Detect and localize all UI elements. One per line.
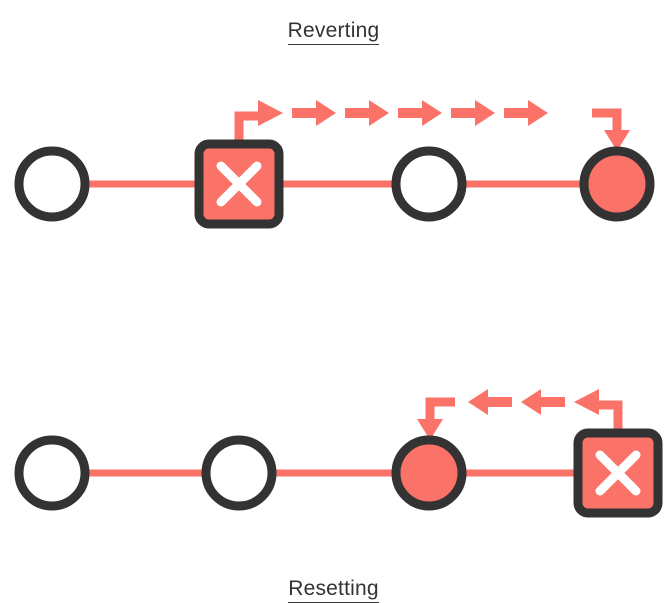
commit-node-empty[interactable] [14,435,90,511]
x-mark-icon [216,161,262,207]
x-mark-icon [595,450,641,496]
flow-dash-segment [451,100,495,126]
flow-arrowhead-start [574,389,599,415]
resetting-graph [14,389,663,518]
reverting-graph [14,100,655,229]
commit-node-empty[interactable] [391,146,467,222]
flow-dash-segment [345,100,389,126]
flow-dashes [468,389,565,415]
flow-arrowhead-start [258,100,283,126]
panel-reverting: Reverting [0,0,667,270]
commit-node-reverted[interactable] [194,139,284,229]
flow-dash-segment [504,100,548,126]
panel-resetting: Resetting [0,269,667,603]
panel-title-resetting: Resetting [0,577,667,603]
flow-arrowhead-end [417,419,443,440]
commit-node-marked[interactable] [391,435,467,511]
panel-title-resetting-text: Resetting [288,577,379,603]
flow-arrowhead-end [604,130,630,151]
commit-node-empty[interactable] [14,146,90,222]
panel-title-reverting-text: Reverting [287,19,380,46]
flow-dash-segment [292,100,336,126]
commit-node-empty[interactable] [201,435,277,511]
flow-dash-segment [521,389,565,415]
commit-node-marked[interactable] [579,146,655,222]
flow-dash-segment [398,100,442,126]
flow-descender-end [592,108,622,133]
commit-node-reset[interactable] [573,428,663,518]
flow-dash-segment [468,389,512,415]
flow-dashes [292,100,548,126]
panel-title-reverting: Reverting [0,19,667,46]
flow-descender-end [425,397,455,422]
